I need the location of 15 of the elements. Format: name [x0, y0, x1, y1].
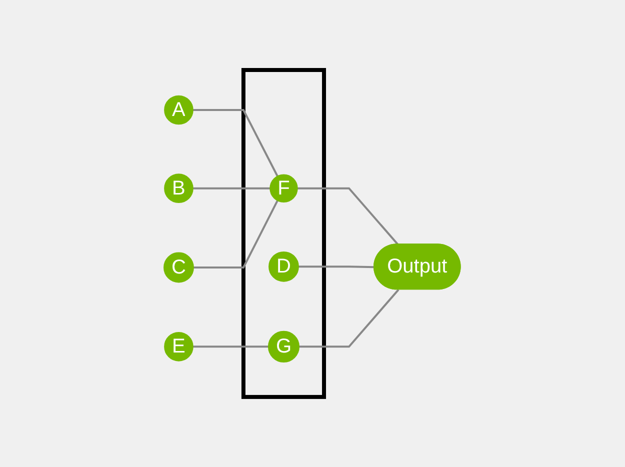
node-circle [268, 251, 300, 282]
connector [193, 187, 270, 190]
connector [299, 289, 400, 348]
connector [298, 266, 375, 268]
node-circle [164, 174, 194, 204]
connector [193, 109, 279, 177]
node-circle [164, 252, 194, 283]
node-circle [164, 95, 194, 125]
connector [194, 200, 279, 269]
node-circle [164, 332, 194, 362]
node-circle [268, 330, 300, 362]
connector [298, 187, 400, 246]
connector [193, 346, 269, 348]
cluster [242, 68, 326, 399]
node-circle [270, 174, 298, 202]
